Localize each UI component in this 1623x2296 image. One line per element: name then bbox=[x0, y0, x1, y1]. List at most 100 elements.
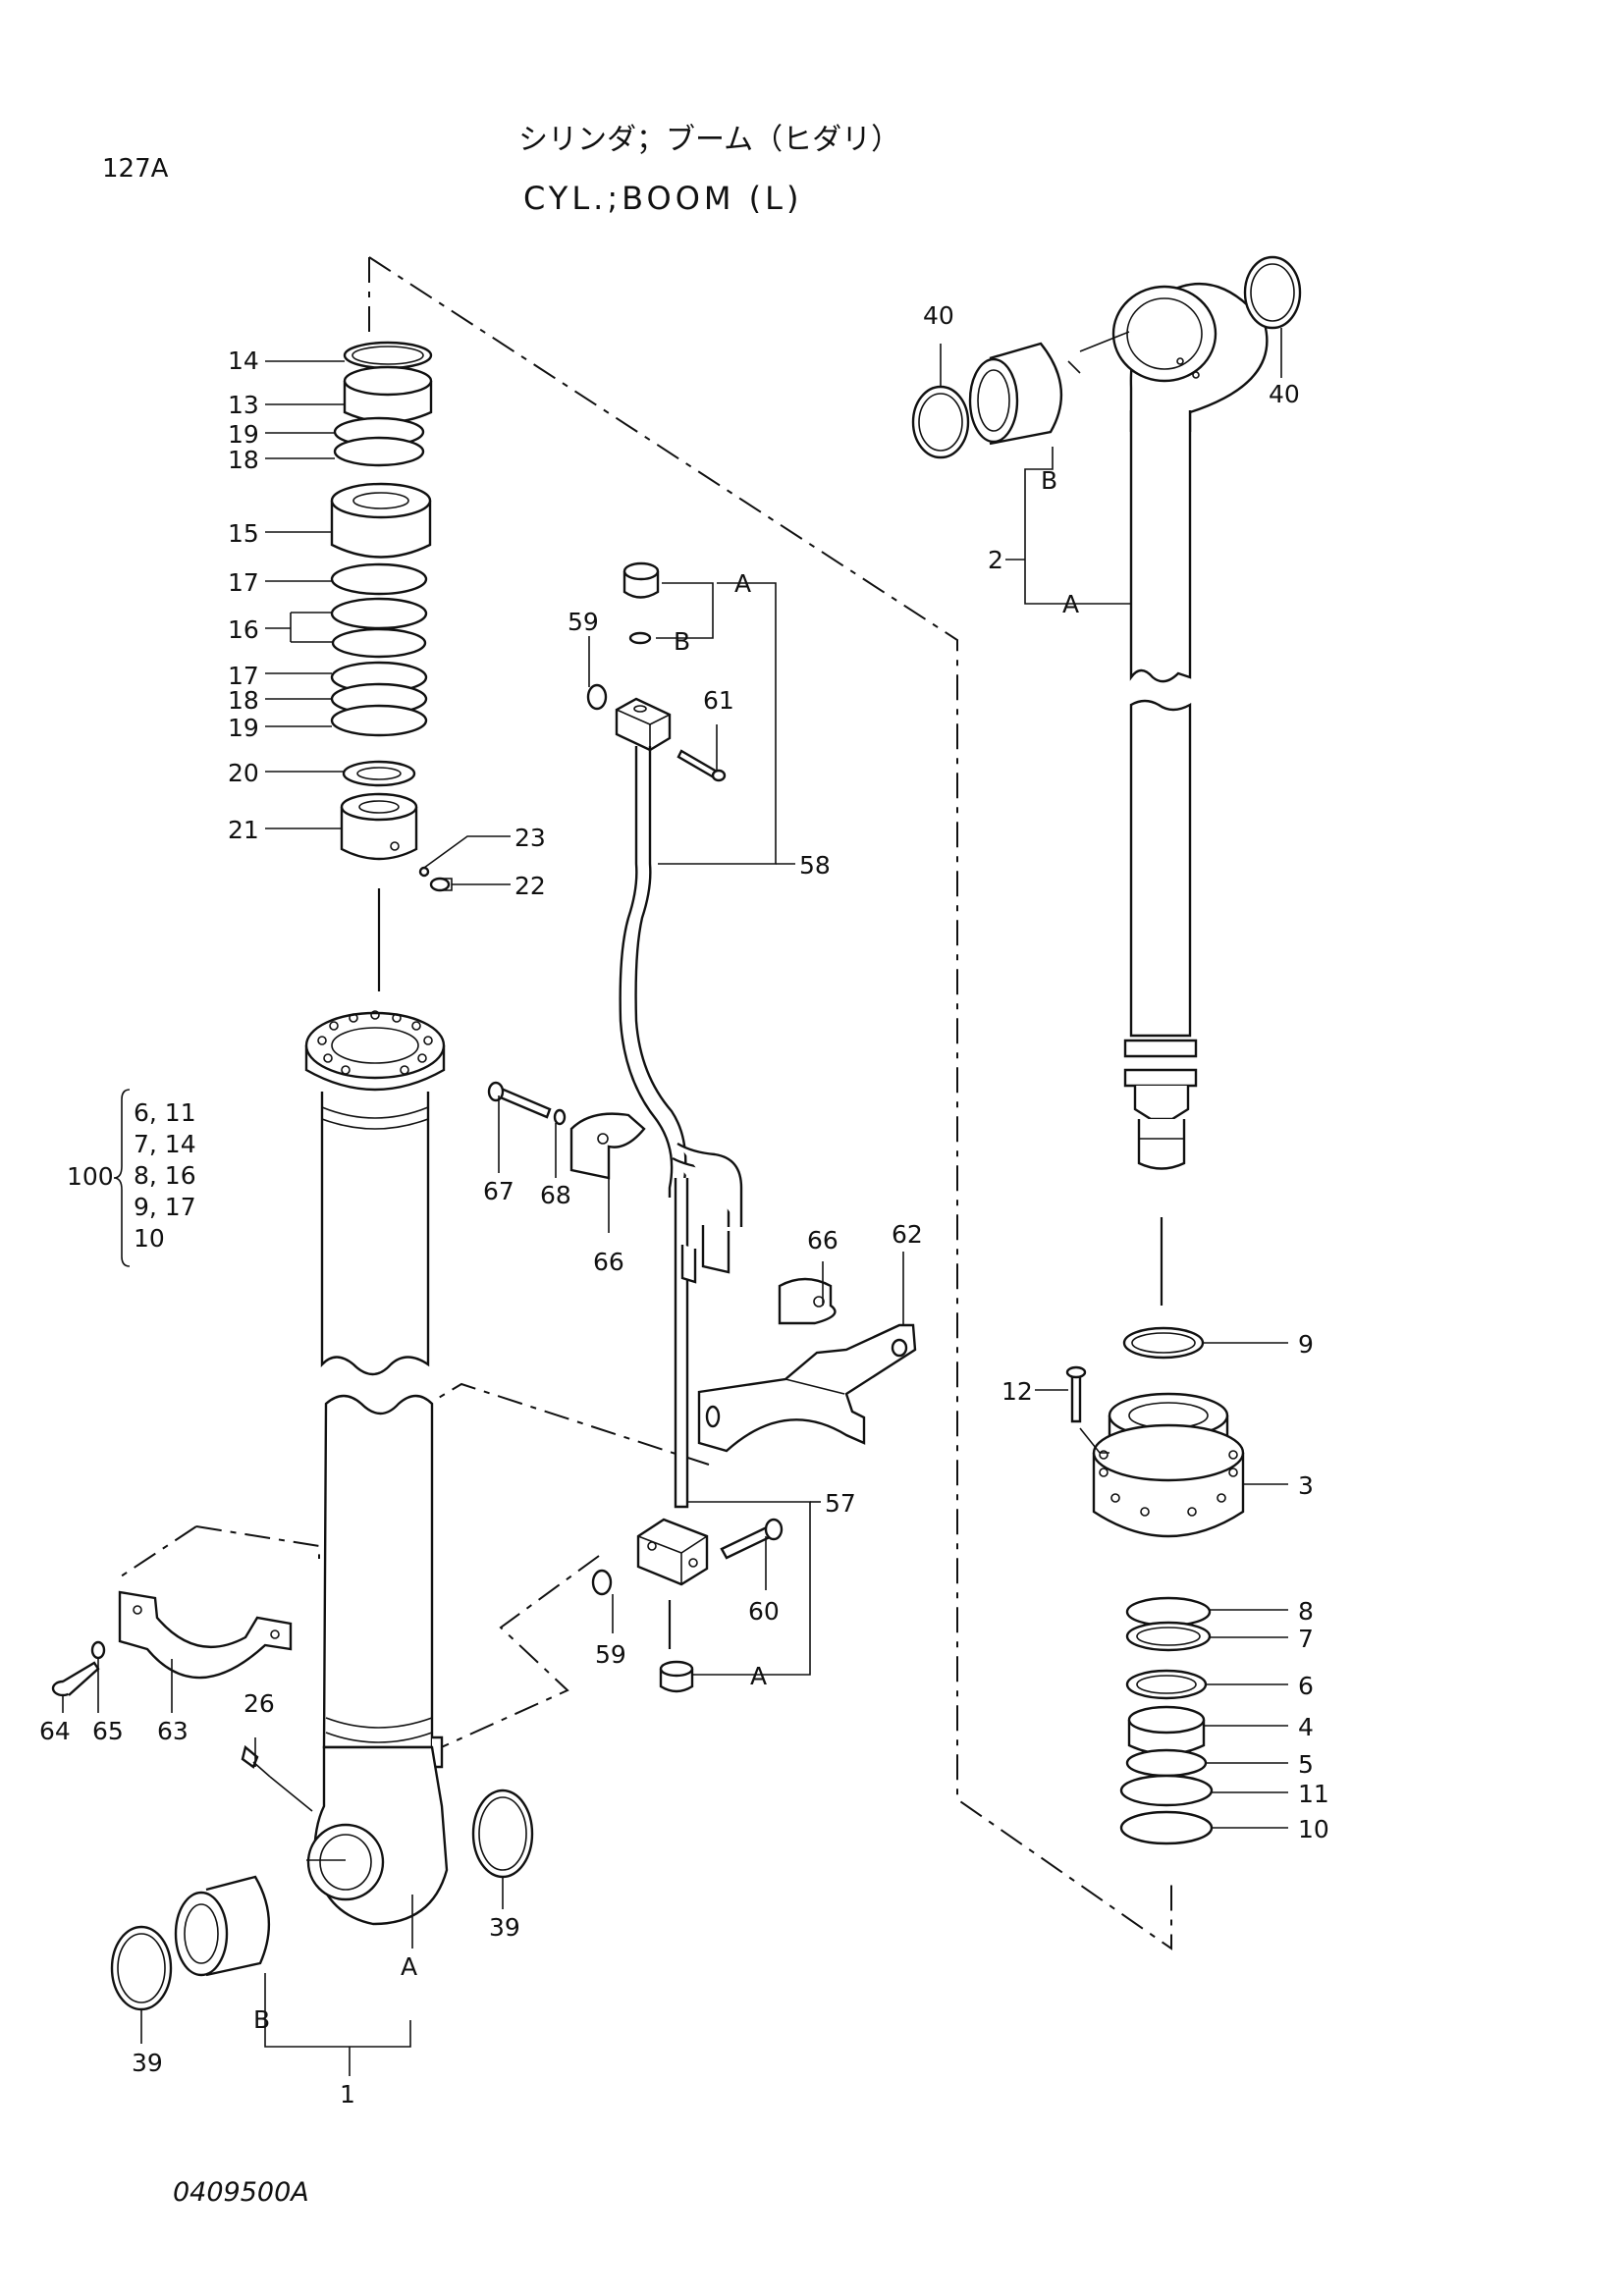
plug-bottom bbox=[659, 1600, 694, 1693]
callout-57: 57 bbox=[825, 1489, 856, 1518]
callout-67: 67 bbox=[483, 1177, 514, 1205]
callout-10: 10 bbox=[1298, 1815, 1329, 1843]
part-39-seal-right bbox=[471, 1789, 534, 1879]
callout-a-rod: A bbox=[1062, 590, 1079, 618]
part-14-ring bbox=[343, 341, 433, 370]
part-62-bracket bbox=[697, 1323, 917, 1453]
callout-23: 23 bbox=[514, 824, 546, 852]
callout-17: 17 bbox=[228, 568, 259, 597]
kit-100-group: 100 6, 11 7, 14 8, 16 9, 17 10 bbox=[67, 1089, 196, 1267]
callout-b-pipe: B bbox=[674, 627, 690, 656]
callout-b-tube: B bbox=[253, 2005, 270, 2034]
part-40-seal-right bbox=[1243, 255, 1302, 330]
callout-39-right: 39 bbox=[489, 1913, 520, 1942]
kit-brace bbox=[113, 1089, 131, 1267]
callout-66-upper: 66 bbox=[593, 1248, 624, 1276]
callout-68: 68 bbox=[540, 1181, 571, 1209]
kit-number: 100 bbox=[67, 1162, 114, 1191]
callout-64: 64 bbox=[39, 1717, 71, 1745]
page-code: 127A bbox=[102, 154, 169, 184]
part-64-bolt bbox=[51, 1661, 100, 1697]
part-11-ring bbox=[1119, 1774, 1214, 1807]
callout-18-b: 18 bbox=[228, 686, 259, 715]
callout-14: 14 bbox=[228, 347, 259, 375]
callout-2: 2 bbox=[988, 546, 1003, 574]
kit-line-3: 8, 16 bbox=[134, 1161, 196, 1190]
callout-15: 15 bbox=[228, 519, 259, 548]
callout-22: 22 bbox=[514, 872, 546, 900]
part-40-seal-left bbox=[911, 385, 970, 459]
part-5-ring bbox=[1125, 1748, 1208, 1778]
callout-1: 1 bbox=[340, 2080, 355, 2109]
callout-17-b: 17 bbox=[228, 662, 259, 690]
part-66-clamp-upper bbox=[569, 1112, 646, 1180]
callout-16: 16 bbox=[228, 615, 259, 644]
kit-line-1: 6, 11 bbox=[134, 1098, 196, 1127]
part-19-ring-b bbox=[330, 704, 428, 737]
part-12-bolt bbox=[1065, 1365, 1087, 1423]
callout-5: 5 bbox=[1298, 1750, 1314, 1779]
part-60-bolt bbox=[720, 1518, 784, 1560]
callout-62: 62 bbox=[892, 1220, 923, 1249]
callout-3: 3 bbox=[1298, 1471, 1314, 1500]
callout-59: 59 bbox=[568, 608, 599, 636]
part-15-piston bbox=[330, 482, 432, 559]
piston-rod bbox=[1111, 282, 1269, 1306]
right-seal-stack bbox=[1119, 1596, 1214, 1845]
callout-61: 61 bbox=[703, 686, 734, 715]
part-22-setscrew bbox=[429, 877, 453, 892]
part-39-seal-left bbox=[110, 1925, 173, 2011]
callout-8: 8 bbox=[1298, 1597, 1314, 1626]
cylinder-tube bbox=[304, 1010, 449, 1926]
callout-19-b: 19 bbox=[228, 714, 259, 742]
part-59-oring-bottom bbox=[591, 1569, 613, 1596]
callout-65: 65 bbox=[92, 1717, 124, 1745]
callout-40-left: 40 bbox=[923, 301, 954, 330]
pipe-block-bottom bbox=[636, 1518, 709, 1586]
callout-9: 9 bbox=[1298, 1330, 1314, 1359]
part-21-nut bbox=[340, 792, 418, 861]
assembly-boundary bbox=[117, 256, 1172, 1950]
callout-a-plug: A bbox=[750, 1662, 767, 1690]
part-23-ball bbox=[418, 866, 430, 878]
bushing-b-bottom bbox=[174, 1875, 270, 1977]
kit-line-2: 7, 14 bbox=[134, 1130, 196, 1158]
callout-a-tube: A bbox=[401, 1952, 417, 1981]
part-66-clamp-lower bbox=[778, 1277, 837, 1325]
callout-18: 18 bbox=[228, 446, 259, 474]
callout-63: 63 bbox=[157, 1717, 189, 1745]
callout-11: 11 bbox=[1298, 1780, 1329, 1808]
part-13-bushing bbox=[343, 365, 433, 424]
part-68-washer bbox=[553, 1108, 567, 1126]
callout-40-right: 40 bbox=[1269, 380, 1300, 408]
callout-21: 21 bbox=[228, 816, 259, 844]
pipe-block-top bbox=[615, 697, 672, 752]
part-61-bolt bbox=[676, 749, 727, 782]
part-17-ring bbox=[330, 562, 428, 596]
part-4-bushing bbox=[1127, 1705, 1206, 1756]
callout-labels: 14 13 19 18 15 17 16 17 18 19 20 21 23 2… bbox=[39, 301, 1329, 2109]
part-20-washer bbox=[342, 760, 416, 787]
callout-12: 12 bbox=[1001, 1377, 1033, 1406]
kit-line-4: 9, 17 bbox=[134, 1193, 196, 1221]
part-16-oring bbox=[331, 627, 427, 659]
callout-59-b: 59 bbox=[595, 1640, 626, 1669]
drawing-number: 0409500A bbox=[173, 2177, 309, 2208]
part-65-washer bbox=[90, 1640, 106, 1660]
oring-b-top bbox=[628, 631, 652, 645]
bushing-b-top bbox=[968, 342, 1081, 446]
kit-line-5: 10 bbox=[134, 1224, 165, 1253]
callout-13: 13 bbox=[228, 391, 259, 419]
part-16-ring bbox=[330, 597, 428, 630]
callout-7: 7 bbox=[1298, 1625, 1314, 1653]
callout-58: 58 bbox=[799, 851, 831, 880]
part-18-ring bbox=[333, 436, 425, 467]
callout-26: 26 bbox=[243, 1689, 275, 1718]
callout-20: 20 bbox=[228, 759, 259, 787]
title-japanese: シリンダ；ブーム（ヒダリ） bbox=[518, 123, 900, 157]
callout-6: 6 bbox=[1298, 1672, 1314, 1700]
callout-60: 60 bbox=[748, 1597, 780, 1626]
pipe-bracket-mid bbox=[680, 1225, 730, 1284]
pipe-assembly bbox=[586, 561, 784, 1693]
